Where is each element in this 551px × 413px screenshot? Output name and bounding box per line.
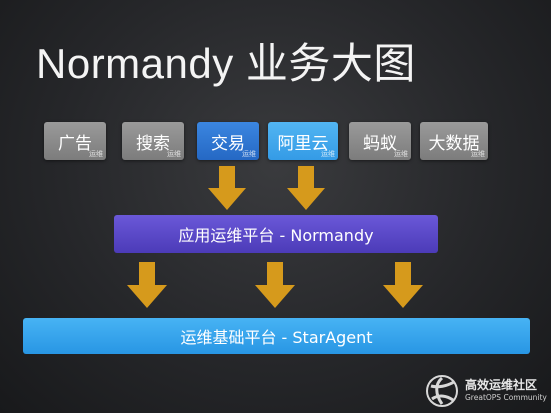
business-unit-label: 广告 (58, 133, 92, 154)
business-unit-sublabel: 运维 (167, 150, 181, 158)
business-unit-trade: 交易 运维 (197, 122, 259, 160)
slide-title: Normandy 业务大图 (36, 40, 416, 87)
business-unit-ant: 蚂蚁 运维 (349, 122, 411, 160)
business-unit-label: 阿里云 (277, 133, 329, 154)
greatops-logo-icon (426, 375, 458, 407)
watermark-name: 高效运维社区 (465, 378, 538, 392)
business-unit-label: 搜索 (136, 133, 170, 154)
business-unit-search: 搜索 运维 (122, 122, 184, 160)
arrow-down-icon (383, 262, 423, 308)
business-unit-sublabel: 运维 (394, 150, 408, 158)
platform-layer-normandy: 应用运维平台 - Normandy (114, 215, 438, 253)
business-unit-sublabel: 运维 (89, 150, 103, 158)
arrow-down-icon (287, 166, 325, 210)
base-layer-staragent: 运维基础平台 - StarAgent (23, 318, 530, 354)
business-unit-label: 交易 (211, 133, 245, 154)
business-unit-sublabel: 运维 (471, 150, 485, 158)
business-unit-sublabel: 运维 (321, 150, 335, 158)
business-unit-aliyun: 阿里云 运维 (268, 122, 338, 160)
arrow-down-icon (208, 166, 246, 210)
business-unit-sublabel: 运维 (242, 150, 256, 158)
arrow-down-icon (127, 262, 167, 308)
arrow-down-icon (255, 262, 295, 308)
watermark-sub: GreatOPS Community (465, 393, 547, 402)
business-unit-label: 大数据 (428, 133, 480, 154)
business-unit-bigdata: 大数据 运维 (420, 122, 488, 160)
business-unit-ads: 广告 运维 (44, 122, 106, 160)
business-unit-label: 蚂蚁 (363, 133, 397, 154)
